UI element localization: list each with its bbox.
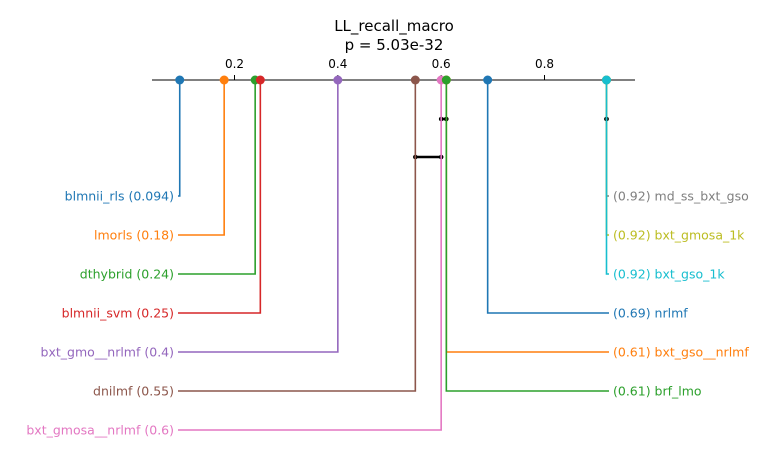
left-series-label: bxt_gmosa__nrlmf (0.6): [26, 423, 174, 438]
left-connector: [178, 80, 225, 236]
rank-marker: [333, 75, 343, 85]
chart-title: LL_recall_macro: [334, 17, 454, 36]
axis-ticks: 0.2 0.4 0.6 0.8: [225, 57, 554, 80]
tick-label: 0.6: [432, 57, 451, 71]
rank-marker: [483, 75, 493, 85]
left-series-label: dthybrid (0.24): [80, 267, 174, 282]
right-series-label: (0.92) bxt_gso_1k: [613, 267, 725, 282]
left-series-label: lmorls (0.18): [94, 228, 174, 243]
tick-label: 0.4: [328, 57, 347, 71]
left-connector: [178, 80, 442, 431]
rank-marker: [255, 75, 265, 85]
left-connector: [178, 80, 417, 392]
right-series-label: (0.69) nrlmf: [613, 306, 688, 321]
right-connector: [605, 80, 609, 275]
left-connector: [178, 80, 339, 353]
right-connector: [486, 80, 609, 314]
tick-label: 0.8: [535, 57, 554, 71]
right-series-label: (0.92) md_ss_bxt_gso: [613, 189, 749, 204]
left-connector: [178, 80, 262, 314]
rank-marker: [219, 75, 229, 85]
tick-label: 0.2: [225, 57, 244, 71]
left-series-label: bxt_gmo__nrlmf (0.4): [41, 345, 174, 360]
left-series-label: blmnii_rls (0.094): [65, 189, 174, 204]
right-connector: [445, 80, 609, 353]
rank-marker: [441, 75, 451, 85]
rank-marker: [410, 75, 420, 85]
right-connector: [445, 80, 609, 392]
left-connector: [178, 80, 256, 275]
right-series-group: (0.92) md_ss_bxt_gso (0.92) bxt_gmosa_1k (…: [441, 75, 749, 399]
right-series-label: (0.92) bxt_gmosa_1k: [613, 228, 745, 243]
rank-marker: [175, 75, 185, 85]
left-series-group: blmnii_rls (0.094) lmorls (0.18) dthybrid …: [26, 75, 446, 438]
chart-subtitle: p = 5.03e-32: [345, 36, 444, 54]
rank-marker: [602, 75, 611, 85]
left-connector: [178, 80, 181, 197]
left-series-label: dnilmf (0.55): [93, 384, 174, 399]
clique-bars: [413, 116, 609, 160]
left-series-label: blmnii_svm (0.25): [62, 306, 174, 321]
right-series-label: (0.61) brf_lmo: [613, 384, 702, 399]
right-series-label: (0.61) bxt_gso__nrlmf: [613, 345, 749, 360]
